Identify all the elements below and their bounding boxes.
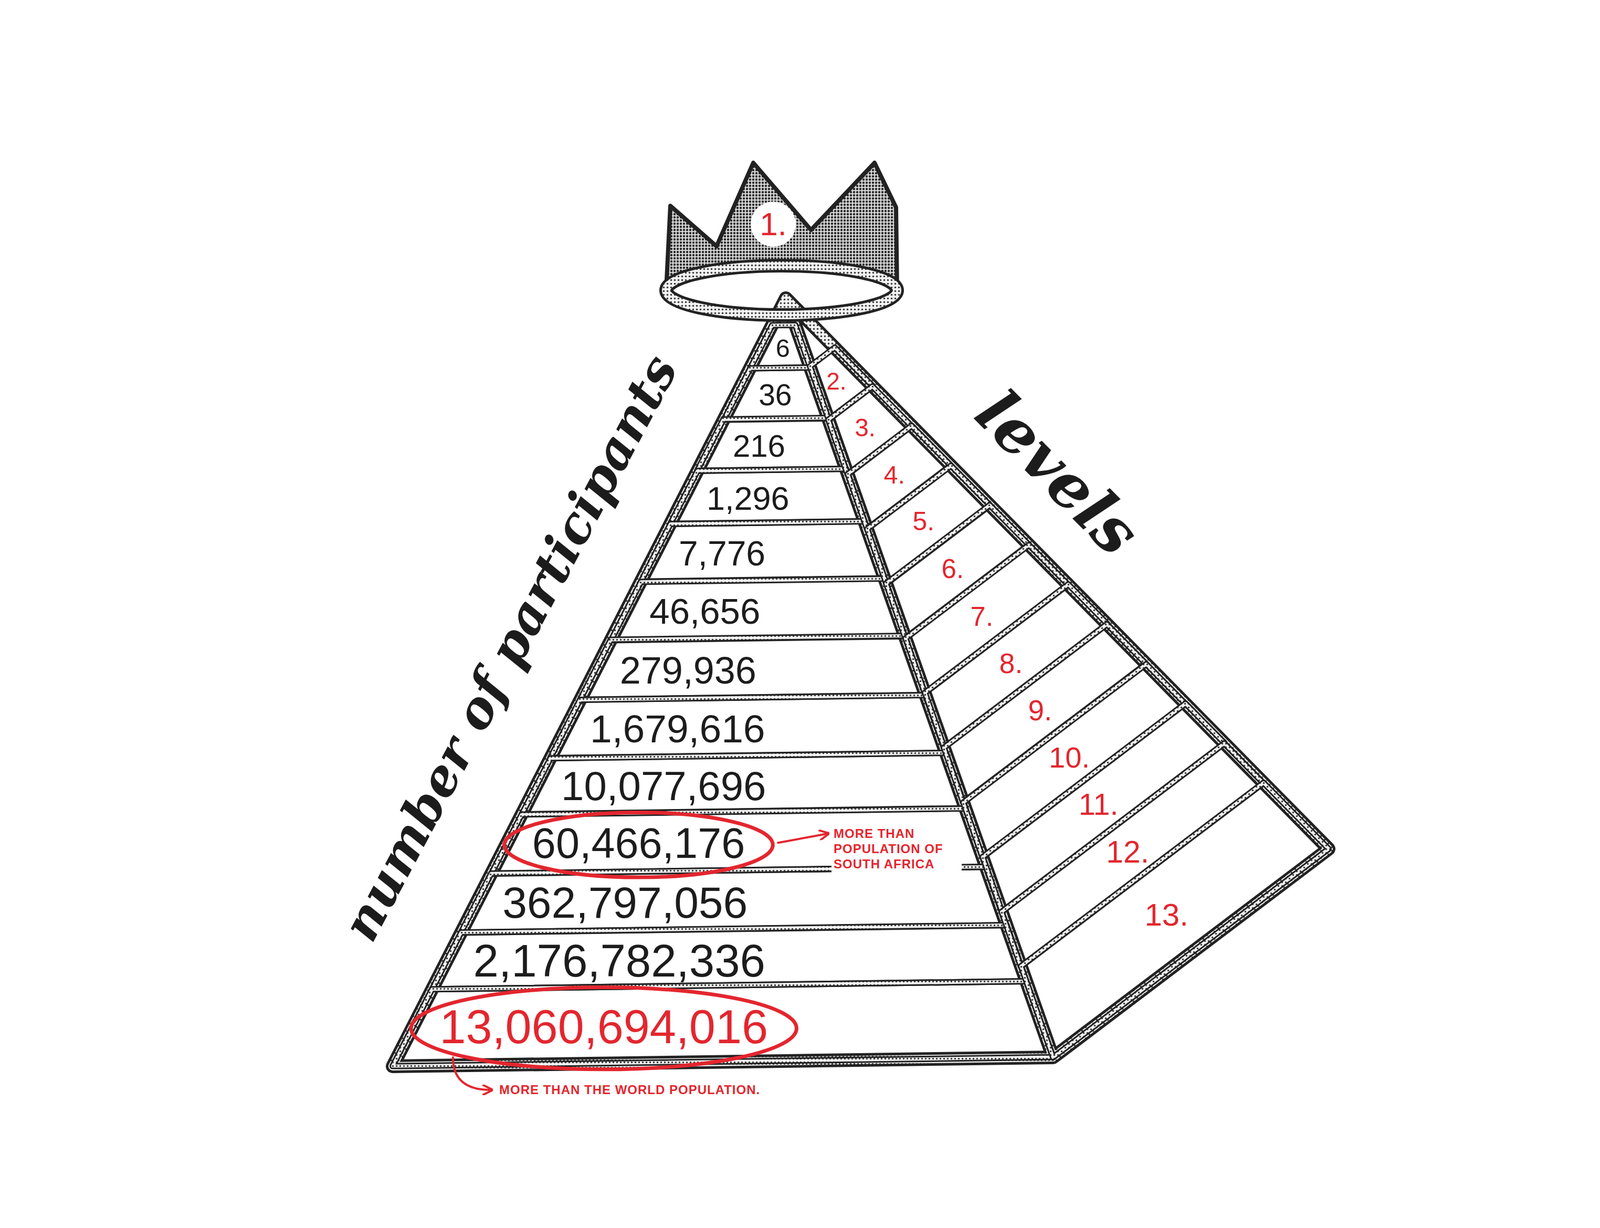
band-border	[550, 695, 946, 759]
highlight-ellipse	[411, 987, 797, 1070]
band-border-halftone	[750, 324, 810, 369]
level-band: 10.	[950, 651, 1198, 870]
level-band: 9.	[931, 611, 1159, 815]
band-border-halftone	[886, 504, 1029, 638]
level-band: 7.	[892, 532, 1081, 706]
participant-count: 13,060,694,016	[439, 1003, 768, 1051]
band-border-halftone	[550, 695, 946, 759]
level-number: 8.	[999, 649, 1024, 678]
band-border-halftone	[580, 635, 926, 700]
band-border-halftone	[867, 465, 991, 584]
level-number: 13.	[1144, 899, 1188, 931]
pyramid-side-face	[785, 298, 1329, 1058]
band-border	[982, 703, 1225, 912]
band-border-halftone	[521, 752, 966, 815]
band-border	[867, 465, 991, 584]
level-number: 2.	[826, 369, 847, 394]
band-border	[963, 664, 1186, 858]
band-border	[924, 584, 1108, 748]
participant-count: 279,936	[619, 651, 757, 690]
band-border-halftone	[982, 703, 1225, 912]
level-band: 8.	[912, 571, 1120, 761]
leader-arrow	[453, 1057, 491, 1090]
participant-count: 1,679,616	[590, 709, 766, 749]
band-border-halftone	[963, 664, 1186, 858]
participant-count: 46,656	[649, 593, 761, 630]
band-border-halftone	[1001, 743, 1264, 967]
participant-count: 10,077,696	[561, 765, 766, 807]
band-border	[670, 468, 865, 524]
band-border	[521, 752, 966, 815]
level-band: 12.	[988, 730, 1277, 980]
participant-count: 6	[775, 335, 791, 362]
level-number: 5.	[912, 508, 935, 535]
level-number: 10.	[1048, 742, 1090, 773]
level-band: 4.	[835, 413, 964, 542]
band-border-halftone	[924, 584, 1108, 748]
band-border	[697, 417, 846, 471]
band-border-halftone	[640, 521, 885, 582]
participant-count: 60,466,176	[532, 822, 745, 865]
band-border	[886, 504, 1029, 638]
band-border	[640, 521, 885, 582]
band-border-halftone	[697, 417, 846, 471]
level-number: 1.	[759, 207, 787, 241]
band-border	[1001, 743, 1264, 967]
level-number: 4.	[883, 461, 905, 488]
crown-ring-halftone	[666, 265, 898, 315]
band-border	[943, 624, 1146, 803]
band-border	[460, 866, 1007, 933]
level-number: 7.	[970, 602, 994, 630]
band-border-halftone	[670, 468, 865, 524]
band-border-halftone	[611, 578, 905, 640]
participant-count: 2,176,782,336	[473, 937, 766, 984]
crown-badge: 1.	[650, 149, 914, 329]
level-band: 5.	[854, 453, 1003, 597]
participant-count: 36	[758, 380, 792, 410]
crown-ring	[666, 265, 898, 315]
band-border-halftone	[460, 866, 1007, 933]
band-border	[1020, 782, 1329, 1058]
band-border	[611, 578, 905, 640]
participant-count: 216	[732, 430, 786, 462]
level-number: 12.	[1106, 836, 1150, 868]
leader-arrow	[777, 833, 828, 843]
band-border-halftone	[943, 624, 1146, 803]
axis-title: levels	[965, 379, 1151, 566]
level-band: 13.	[1008, 770, 1342, 1070]
band-border	[580, 635, 926, 700]
annotation-note: MORE THAN THE WORLD POPULATION.	[497, 1082, 763, 1098]
participant-count: 7,776	[678, 535, 766, 571]
level-number: 6.	[941, 555, 965, 583]
band-border-halftone	[1020, 782, 1329, 1058]
crown-jewel	[750, 201, 796, 247]
level-number: 9.	[1028, 696, 1053, 725]
pyramid-edge	[392, 298, 1329, 1067]
level-number: 11.	[1078, 789, 1119, 820]
annotation-note: MORE THAN POPULATION OF SOUTH AFRICA	[831, 825, 962, 873]
level-band: 11.	[970, 690, 1238, 924]
level-number: 3.	[855, 415, 876, 440]
band-border	[750, 324, 810, 369]
participant-count: 1,296	[706, 481, 790, 515]
pyramid-edge-halftone	[392, 298, 1329, 1067]
participant-count: 362,797,056	[502, 880, 748, 925]
highlight-ellipse	[504, 812, 773, 878]
